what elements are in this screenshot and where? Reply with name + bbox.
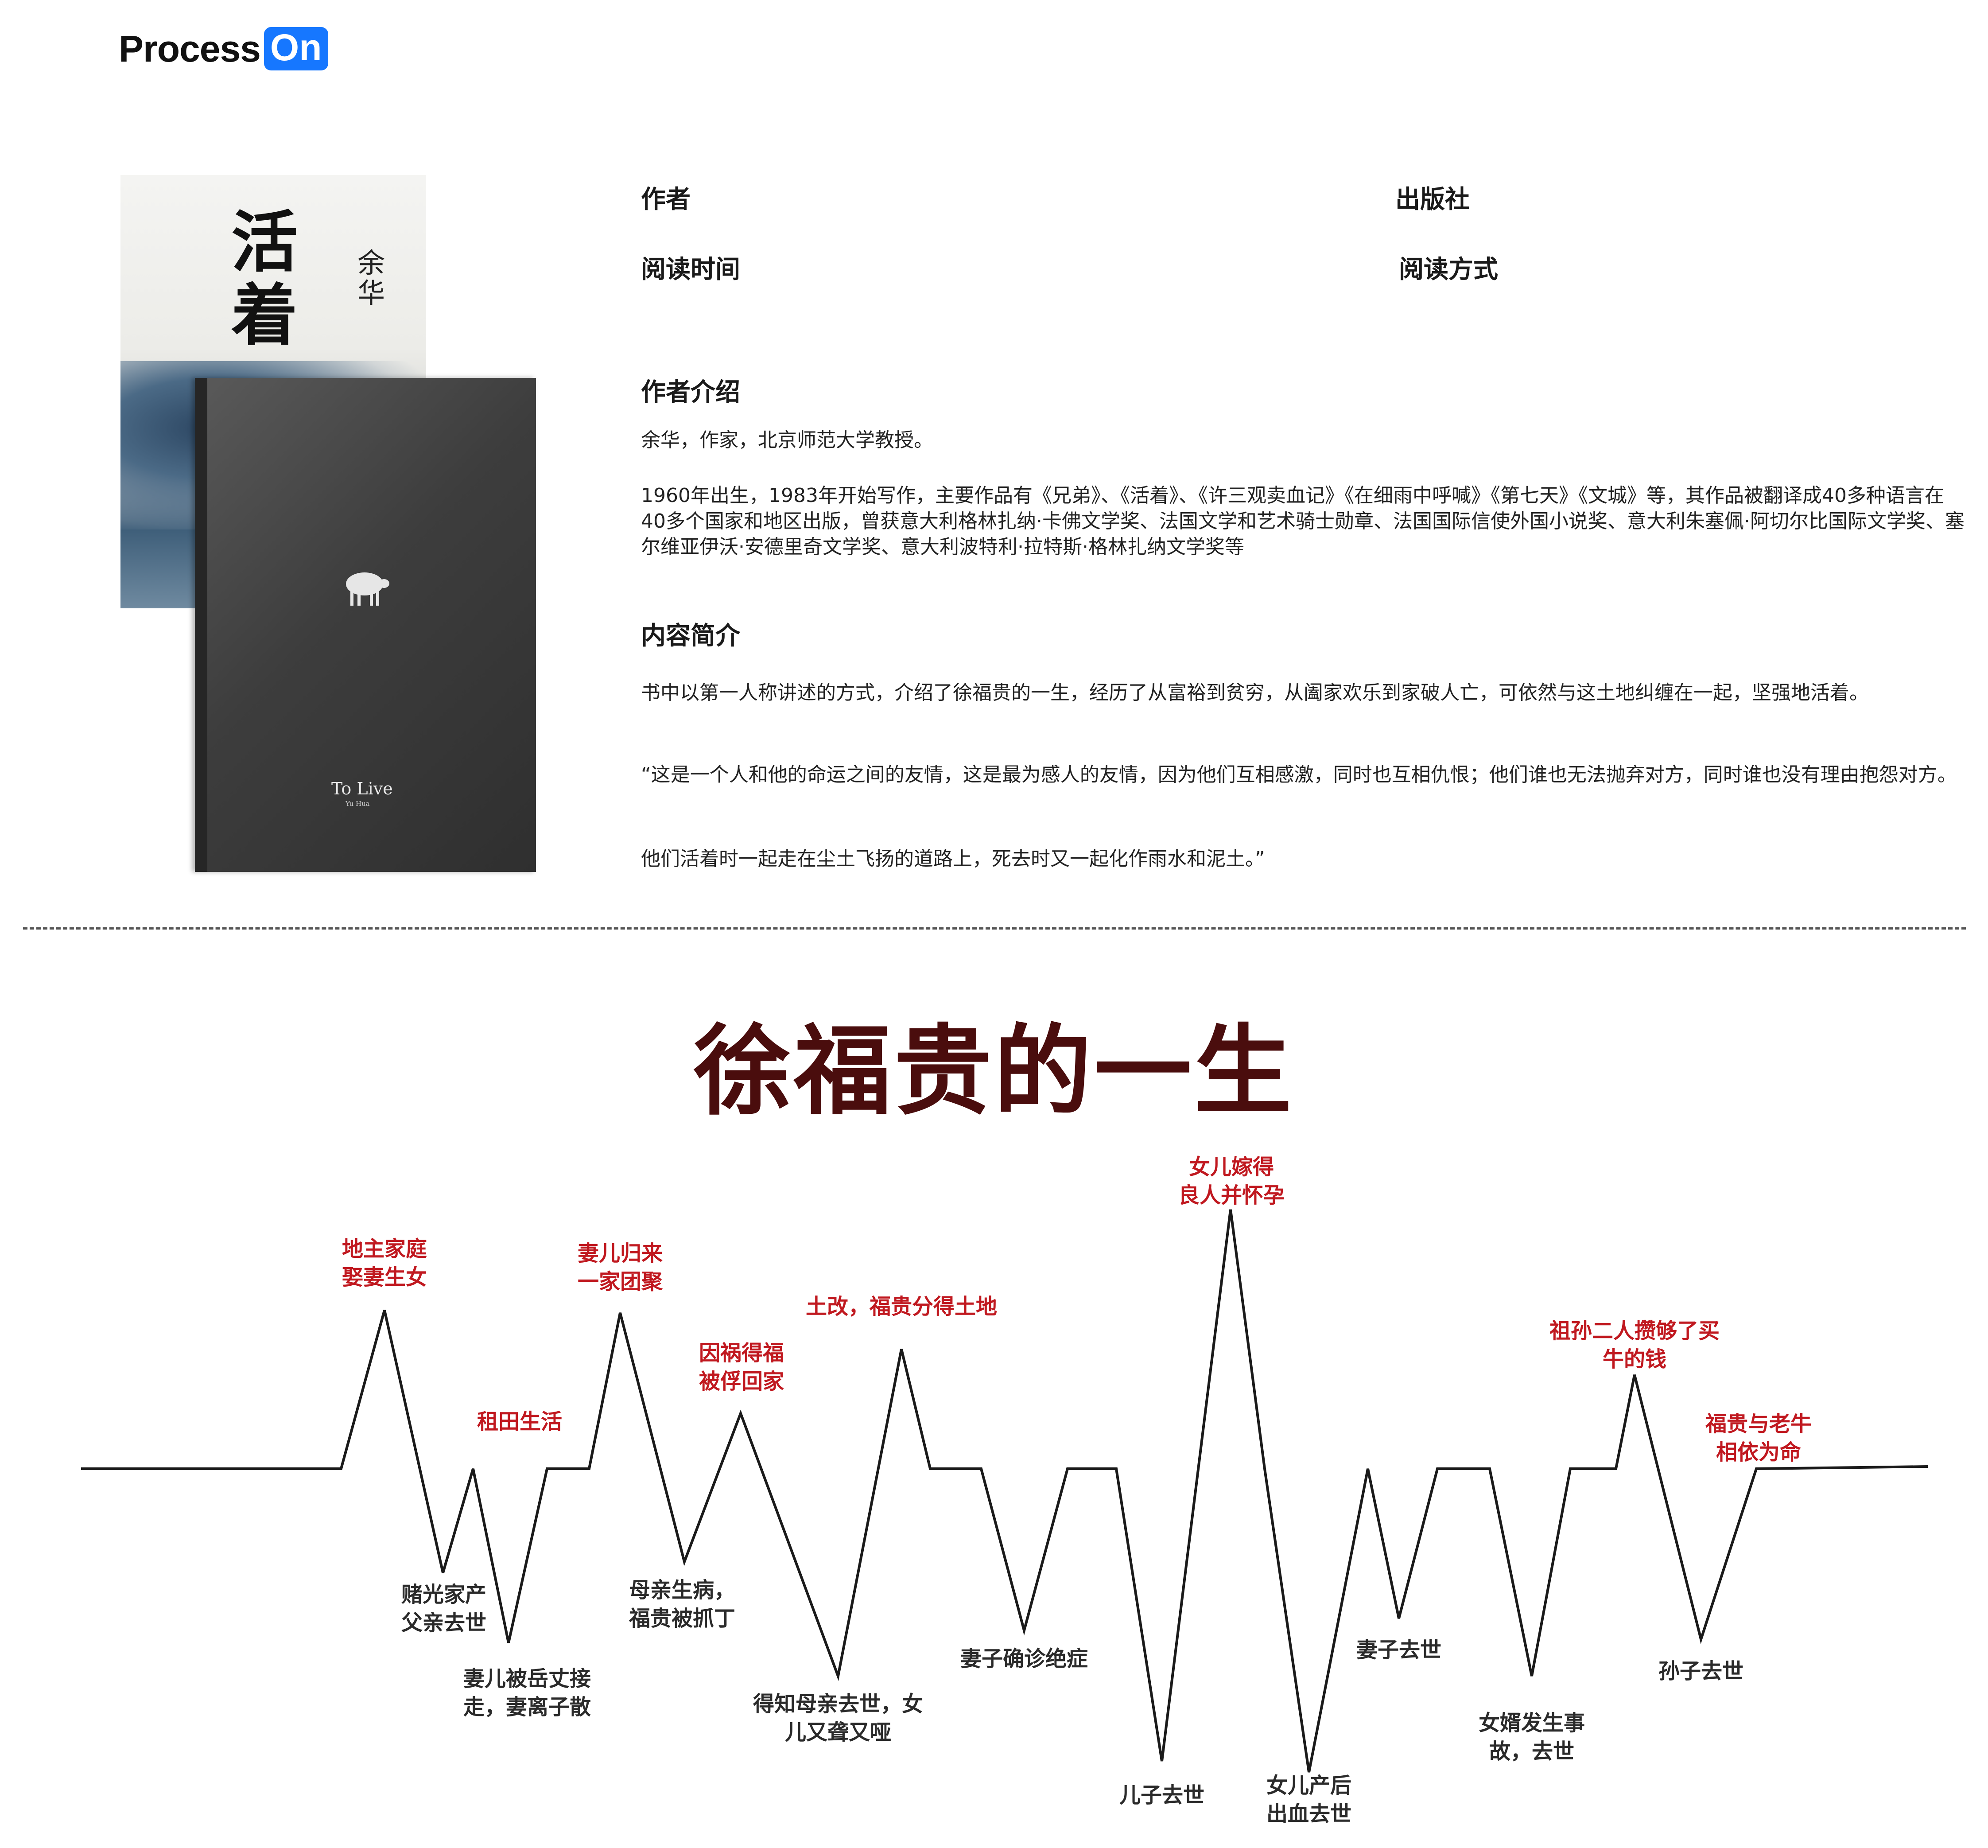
event-label: 祖孙二人攒够了买牛的钱 — [1549, 1319, 1720, 1372]
read-time-label: 阅读时间 — [641, 255, 740, 284]
author-label: 作者 — [641, 185, 691, 214]
cover-author: 余华 — [357, 247, 385, 310]
event-label: 儿子去世 — [1119, 1783, 1204, 1808]
cover-english-author: Yu Hua — [346, 800, 370, 808]
event-label: 女儿产后出血去世 — [1266, 1773, 1351, 1826]
logo-text: Process — [119, 27, 261, 70]
sheep-icon — [346, 572, 389, 606]
logo-box: On — [264, 27, 328, 70]
event-label: 租田生活 — [477, 1409, 562, 1434]
author-intro-heading: 作者介绍 — [641, 378, 740, 407]
publisher-label: 出版社 — [1395, 185, 1470, 214]
event-label: 妻儿归来一家团聚 — [578, 1241, 663, 1294]
section-divider — [23, 927, 1966, 930]
event-label: 福贵与老牛相依为命 — [1705, 1412, 1812, 1465]
book-cover-front: To Live Yu Hua — [195, 378, 536, 872]
author-intro-p1: 余华，作家，北京师范大学教授。 — [641, 429, 933, 451]
content-intro-p2: “这是一个人和他的命运之间的友情，这是最为感人的友情，因为他们互相感激，同时也互… — [641, 763, 1957, 786]
cover-english-title: To Live — [331, 779, 393, 798]
timeline-title: 徐福贵的一生 — [693, 1015, 1294, 1128]
processon-logo[interactable]: Process On — [119, 22, 328, 75]
event-label: 因祸得福被俘回家 — [699, 1341, 784, 1394]
cover-title: 活着 — [231, 203, 298, 354]
event-label: 土改，福贵分得土地 — [806, 1294, 997, 1319]
content-intro-p1: 书中以第一人称讲述的方式，介绍了徐福贵的一生，经历了从富裕到贫穷，从阖家欢乐到家… — [641, 681, 1869, 704]
event-label: 孙子去世 — [1658, 1659, 1743, 1684]
book-spine — [195, 378, 207, 872]
read-mode-label: 阅读方式 — [1399, 255, 1498, 284]
event-label: 妻子去世 — [1356, 1638, 1441, 1662]
event-label: 女婿发生事故，去世 — [1479, 1711, 1585, 1764]
event-label: 赌光家产父亲去世 — [401, 1582, 486, 1635]
event-label: 女儿嫁得良人并怀孕 — [1178, 1155, 1285, 1208]
event-label: 地主家庭娶妻生女 — [342, 1237, 427, 1290]
event-label: 得知母亲去世，女儿又聋又哑 — [753, 1692, 923, 1745]
content-intro-heading: 内容简介 — [641, 622, 740, 650]
life-line — [81, 1209, 1928, 1773]
content-intro-p3: 他们活着时一起走在尘土飞扬的道路上，死去时又一起化作雨水和泥土。” — [641, 848, 1265, 870]
event-label: 母亲生病，福贵被抓丁 — [629, 1578, 735, 1631]
event-label: 妻儿被岳丈接走，妻离子散 — [463, 1666, 591, 1720]
event-label: 妻子确诊绝症 — [960, 1646, 1088, 1671]
author-intro-p2: 1960年出生，1983年开始写作，主要作品有《兄弟》、《活着》、《许三观卖血记… — [641, 484, 1965, 558]
